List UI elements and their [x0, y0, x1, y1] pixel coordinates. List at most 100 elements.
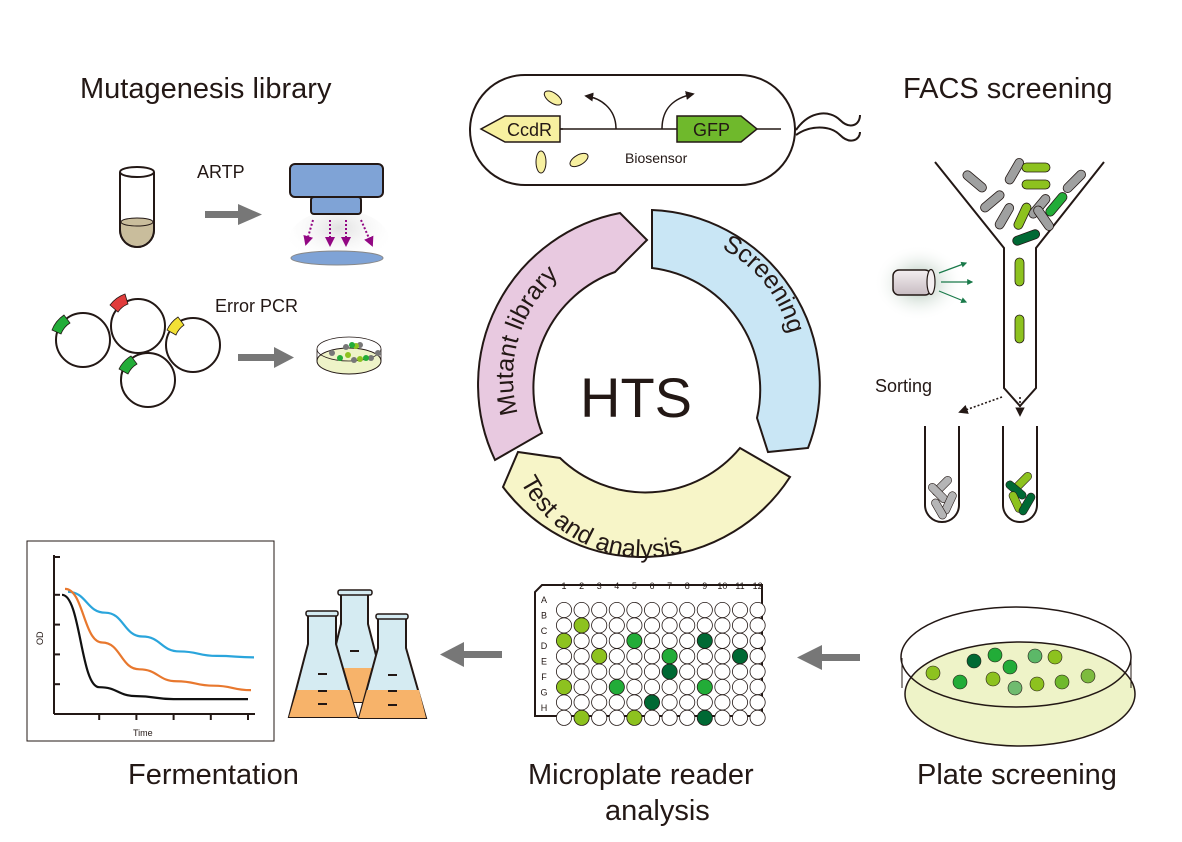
- well: [679, 632, 696, 649]
- well: [556, 709, 573, 726]
- well: [714, 709, 731, 726]
- well: [679, 602, 696, 619]
- well: [714, 663, 731, 680]
- petri-dish-icon: [316, 336, 382, 375]
- well-hit: [696, 632, 713, 649]
- well: [591, 632, 608, 649]
- well-hit: [661, 648, 678, 665]
- well: [696, 648, 713, 665]
- collection-tube-positive: [1002, 426, 1038, 523]
- plate-row-label: B: [541, 610, 547, 620]
- plate-column-label: 8: [685, 581, 690, 591]
- well-hit: [556, 679, 573, 696]
- series-line-blue: [67, 590, 255, 659]
- well: [749, 648, 766, 665]
- plate-column-label: 3: [597, 581, 602, 591]
- well-hit: [626, 632, 643, 649]
- title-plate-screening: Plate screening: [917, 759, 1117, 791]
- flasks-icon: [287, 589, 428, 719]
- well: [573, 632, 590, 649]
- well: [626, 694, 643, 711]
- title-fermentation: Fermentation: [128, 759, 299, 791]
- error-pcr-label: Error PCR: [215, 296, 298, 316]
- title-mutagenesis-library: Mutagenesis library: [80, 73, 332, 105]
- well: [591, 663, 608, 680]
- well-hit: [661, 663, 678, 680]
- well: [732, 617, 749, 634]
- arrow-right-icon: [205, 204, 262, 225]
- plate-row-label: F: [541, 672, 547, 682]
- well: [749, 694, 766, 711]
- well: [679, 617, 696, 634]
- artp-label: ARTP: [197, 162, 245, 182]
- cycle-segment-screening: [651, 208, 821, 454]
- biosensor-cell: CcdR GFP Biosensor: [469, 74, 861, 186]
- well: [591, 694, 608, 711]
- plate-column-label: 12: [753, 581, 763, 591]
- artp-plasma-device-icon: [289, 163, 389, 270]
- well: [644, 602, 661, 619]
- well: [608, 632, 625, 649]
- well: [732, 663, 749, 680]
- well: [644, 617, 661, 634]
- well: [626, 679, 643, 696]
- well: [591, 617, 608, 634]
- gene-ccdr: CcdR: [479, 115, 561, 143]
- well: [626, 663, 643, 680]
- plate-row-label: H: [541, 703, 548, 713]
- well: [591, 709, 608, 726]
- facs-funnel: [934, 158, 1105, 408]
- plate-wells: [556, 602, 766, 726]
- plate-column-label: 1: [561, 581, 566, 591]
- well: [749, 602, 766, 619]
- promoter-arrow-icon: [661, 91, 695, 130]
- well: [608, 694, 625, 711]
- well: [591, 602, 608, 619]
- colonies: [925, 647, 1096, 696]
- well: [679, 709, 696, 726]
- arrow-left-icon: [797, 645, 860, 670]
- fermentation-chart: Time OD: [26, 540, 275, 742]
- well: [626, 602, 643, 619]
- well: [732, 709, 749, 726]
- well: [644, 709, 661, 726]
- cells-in-funnel: [962, 158, 1086, 344]
- well: [556, 694, 573, 711]
- plate-column-label: 2: [579, 581, 584, 591]
- well: [679, 679, 696, 696]
- title-microplate-line1: Microplate reader: [528, 759, 754, 791]
- well: [573, 679, 590, 696]
- well: [644, 679, 661, 696]
- well-hit: [732, 648, 749, 665]
- agar-plate-icon: [900, 606, 1136, 747]
- well: [661, 617, 678, 634]
- well: [714, 694, 731, 711]
- sort-arrow-icon: [958, 396, 1003, 414]
- well: [644, 648, 661, 665]
- plate-column-label: 10: [717, 581, 727, 591]
- colonies: [329, 342, 381, 363]
- plate-column-label: 6: [649, 581, 654, 591]
- arrow-left-icon: [440, 642, 502, 667]
- well: [556, 663, 573, 680]
- promoter-arrow-icon: [584, 92, 617, 130]
- chart-series: [61, 587, 255, 701]
- well: [732, 632, 749, 649]
- x-axis-label: Time: [133, 728, 153, 738]
- well: [573, 663, 590, 680]
- plate-column-label: 5: [632, 581, 637, 591]
- flask-left: [287, 610, 359, 718]
- well: [591, 679, 608, 696]
- gene-gfp: GFP: [676, 115, 759, 143]
- title-microplate-line2: analysis: [605, 795, 710, 827]
- gene-ccdr-label: CcdR: [507, 120, 552, 140]
- well: [714, 679, 731, 696]
- well-hit: [644, 694, 661, 711]
- well: [732, 694, 749, 711]
- hts-cycle: Mutant library Screening Test and analys…: [477, 208, 821, 564]
- cycle-segment-mutant-library: [477, 211, 649, 462]
- well: [661, 632, 678, 649]
- biosensor-label: Biosensor: [625, 150, 688, 166]
